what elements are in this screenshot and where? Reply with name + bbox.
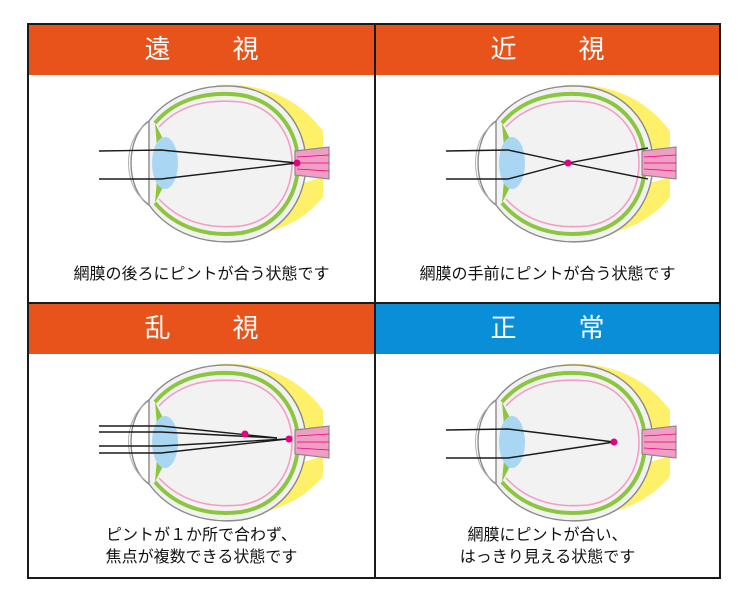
caption-line: 網膜の後ろにピントが合う状態です (73, 264, 330, 283)
divider-vertical (374, 25, 376, 577)
panel-title: 遠 視 (29, 25, 374, 75)
eye-illustration (445, 82, 678, 244)
caption-line: 網膜にピントが合い、 (467, 525, 628, 544)
eye-illustration (445, 361, 678, 523)
light-rays (99, 425, 288, 454)
eye-illustration (98, 82, 331, 244)
diagram-grid: 遠 視 網膜の後ろにピントが合う状態です 近 視 網膜の手前にピントが合う状態で… (27, 23, 721, 579)
caption-line: ピントが１か所で合わず、 (106, 525, 297, 544)
focal-point (241, 430, 249, 438)
light-rays (445, 428, 615, 459)
panel-astigmatism: 乱 視 ピントが１か所で合わず、 焦点が複数できる状態です (29, 304, 374, 579)
panel-title: 乱 視 (29, 304, 374, 354)
caption-line: 網膜の手前にピントが合う状態です (419, 264, 676, 283)
caption-line: はっきり見える状態です (459, 547, 636, 566)
focal-point (610, 438, 618, 446)
focal-point (564, 159, 572, 167)
eye-illustration (99, 361, 331, 523)
panel-caption: ピントが１か所で合わず、 焦点が複数できる状態です (29, 524, 374, 568)
focal-point (293, 159, 301, 167)
light-rays (98, 149, 298, 180)
panel-caption: 網膜の手前にピントが合う状態です (376, 263, 719, 285)
caption-line: 焦点が複数できる状態です (105, 547, 298, 566)
panel-title: 正 常 (376, 304, 719, 354)
panel-title: 近 視 (376, 25, 719, 75)
panel-myopia: 近 視 網膜の手前にピントが合う状態です (376, 25, 719, 300)
focal-point (285, 435, 293, 443)
divider-horizontal (29, 302, 719, 304)
panel-caption: 網膜の後ろにピントが合う状態です (29, 263, 374, 285)
light-rays (445, 147, 649, 180)
panel-caption: 網膜にピントが合い、 はっきり見える状態です (376, 524, 719, 568)
panel-normal: 正 常 網膜にピントが合い、 はっきり見える状態です (376, 304, 719, 579)
panel-hyperopia: 遠 視 網膜の後ろにピントが合う状態です (29, 25, 374, 300)
